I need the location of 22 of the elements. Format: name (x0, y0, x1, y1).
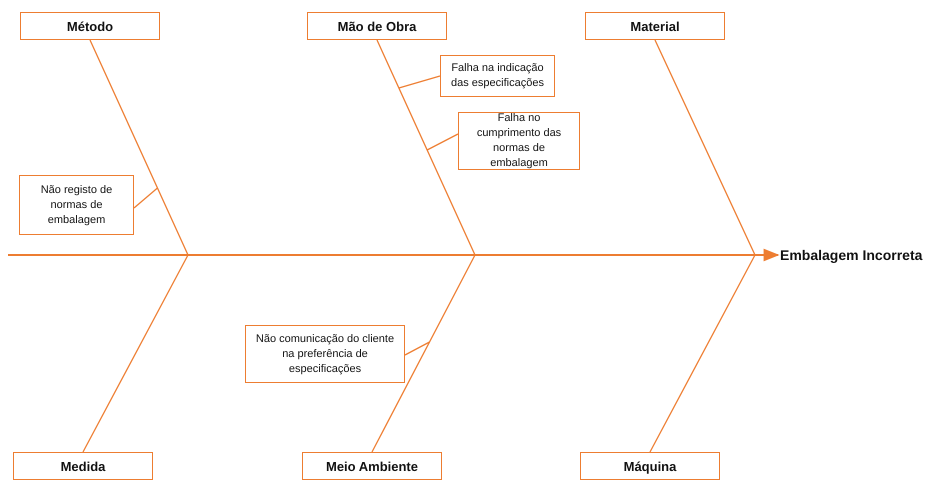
branch-line (376, 40, 476, 256)
connector-line (426, 133, 458, 151)
branch-line (89, 40, 189, 256)
branch-line (82, 254, 189, 452)
effect-label: Embalagem Incorreta (780, 244, 945, 266)
category-box: Material (585, 12, 725, 40)
cause-box: Não comunicação do cliente na preferência de especificações (245, 325, 405, 383)
branch-line (371, 254, 476, 452)
spine-arrow (8, 248, 780, 262)
category-box: Meio Ambiente (302, 452, 442, 480)
connector-line (404, 341, 430, 356)
connector-line (398, 75, 440, 89)
branch-line (654, 40, 756, 256)
branch-line (649, 254, 756, 452)
cause-box: Não registo de normas de embalagem (19, 175, 134, 235)
category-box: Medida (13, 452, 153, 480)
category-box: Mão de Obra (307, 12, 447, 40)
category-box: Máquina (580, 452, 720, 480)
cause-box: Falha na indicação das especificações (440, 55, 555, 97)
connector-line (134, 188, 158, 208)
category-box: Método (20, 12, 160, 40)
cause-box: Falha no cumprimento das normas de embalagem (458, 112, 580, 170)
